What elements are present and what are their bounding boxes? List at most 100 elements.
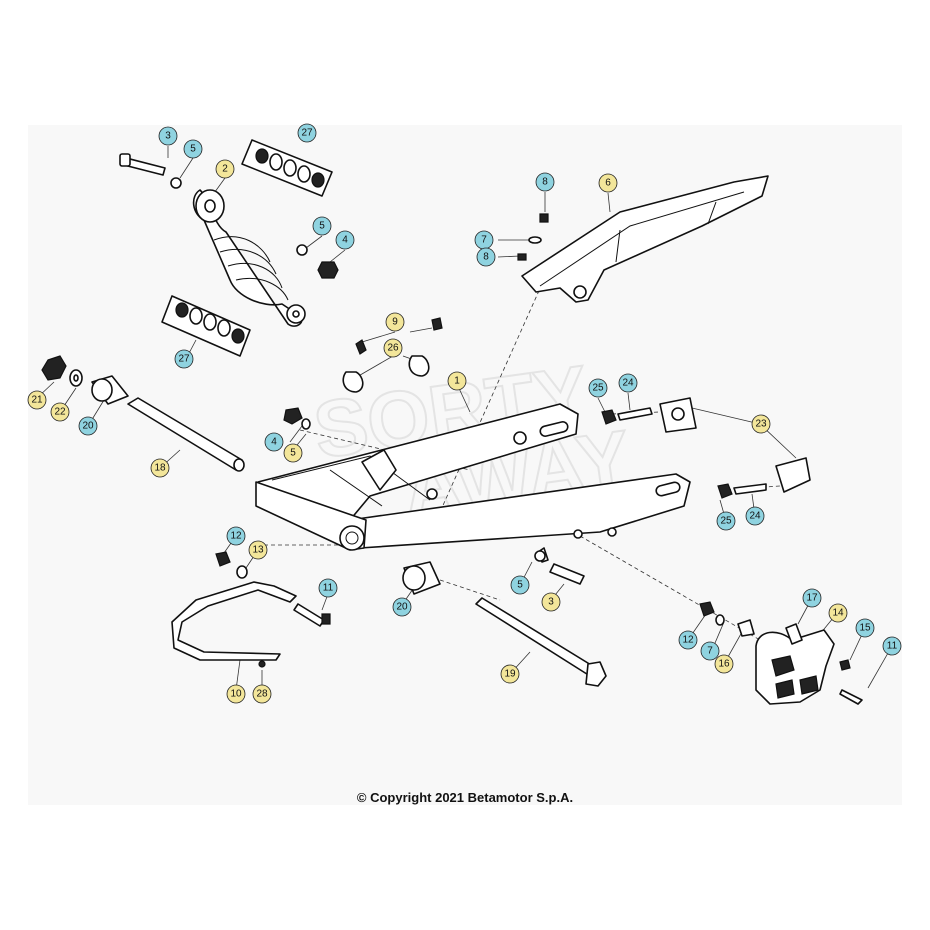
callout-11: 9 (385, 312, 405, 332)
callout-number: 7 (481, 235, 487, 246)
callout-number: 4 (342, 235, 348, 246)
callout-7: 8 (535, 172, 555, 192)
callout-number: 12 (230, 531, 242, 542)
callout-circle (335, 230, 355, 250)
callout-number: 23 (755, 419, 767, 430)
callout-38: 12 (678, 630, 698, 650)
callout-number: 15 (859, 623, 871, 634)
callout-34: 17 (802, 588, 822, 608)
callout-21: 24 (618, 373, 638, 393)
callout-36: 15 (855, 618, 875, 638)
callout-circle (618, 373, 638, 393)
callout-number: 25 (720, 516, 732, 527)
callout-circle (828, 603, 848, 623)
callout-16: 20 (78, 416, 98, 436)
bushing-kit-bottom (161, 295, 251, 357)
callout-circle (174, 349, 194, 369)
callout-number: 3 (165, 131, 171, 142)
callout-number: 11 (323, 583, 334, 594)
callout-number: 16 (718, 659, 730, 670)
callout-25: 12 (226, 526, 246, 546)
shock-absorber (119, 153, 339, 327)
callout-number: 5 (190, 144, 196, 155)
callout-number: 7 (707, 646, 713, 657)
callout-8: 6 (598, 173, 618, 193)
callout-number: 5 (290, 448, 296, 459)
callout-number: 22 (54, 407, 66, 418)
callout-number: 12 (682, 635, 694, 646)
callout-17: 18 (150, 458, 170, 478)
callout-circle (535, 172, 555, 192)
callout-number: 20 (396, 602, 408, 613)
callout-33: 28 (252, 684, 272, 704)
callout-circle (50, 402, 70, 422)
callout-number: 14 (832, 608, 844, 619)
callout-number: 8 (483, 252, 489, 263)
swingarm (255, 403, 691, 551)
callout-number: 3 (548, 597, 554, 608)
callout-23: 25 (716, 511, 736, 531)
pivot-bolt (402, 561, 607, 687)
callout-circle (745, 506, 765, 526)
callout-circle (716, 511, 736, 531)
callout-1: 5 (183, 139, 203, 159)
callout-37: 11 (882, 636, 902, 656)
callout-31: 19 (500, 664, 520, 684)
callout-circle (751, 414, 771, 434)
callout-circle (500, 664, 520, 684)
callout-circle (385, 312, 405, 332)
callout-circle (510, 575, 530, 595)
callout-number: 5 (517, 580, 523, 591)
callout-number: 9 (392, 317, 398, 328)
rear-chain-guide (699, 601, 863, 705)
callout-19: 5 (283, 443, 303, 463)
callout-26: 13 (248, 540, 268, 560)
callout-12: 26 (383, 338, 403, 358)
pivot-parts (41, 355, 245, 472)
hardware (215, 317, 811, 627)
callout-circle (78, 416, 98, 436)
callout-35: 14 (828, 603, 848, 623)
callout-2: 27 (297, 123, 317, 143)
callout-number: 8 (542, 177, 548, 188)
callout-circle (383, 338, 403, 358)
callout-18: 4 (264, 432, 284, 452)
callout-circle (252, 684, 272, 704)
callout-circle (598, 173, 618, 193)
callout-circle (150, 458, 170, 478)
callout-10: 8 (476, 247, 496, 267)
callout-number: 27 (301, 128, 313, 139)
callout-40: 16 (714, 654, 734, 674)
callout-circle (215, 159, 235, 179)
callout-number: 2 (222, 164, 228, 175)
callout-circle (283, 443, 303, 463)
callout-9: 7 (474, 230, 494, 250)
callout-number: 1 (454, 376, 460, 387)
callout-circle (312, 216, 332, 236)
callout-number: 19 (504, 669, 516, 680)
bushing-kit-top (241, 139, 333, 197)
callout-number: 24 (749, 511, 761, 522)
callout-number: 26 (387, 343, 399, 354)
callout-circle (476, 247, 496, 267)
leader-lines (36, 146, 893, 694)
callout-number: 10 (230, 689, 242, 700)
callout-number: 27 (178, 354, 190, 365)
chain-guide (171, 581, 297, 668)
callout-circle (700, 641, 720, 661)
callout-circle (882, 636, 902, 656)
callout-number: 17 (806, 593, 818, 604)
callout-circle (297, 123, 317, 143)
callout-number: 21 (31, 395, 43, 406)
callout-number: 20 (82, 421, 94, 432)
callout-number: 13 (252, 545, 264, 556)
callout-circle (714, 654, 734, 674)
callout-number: 24 (622, 378, 634, 389)
callout-15: 22 (50, 402, 70, 422)
callout-number: 4 (271, 437, 277, 448)
callout-circle (447, 371, 467, 391)
callout-3: 2 (215, 159, 235, 179)
callout-5: 4 (335, 230, 355, 250)
callout-30: 20 (392, 597, 412, 617)
